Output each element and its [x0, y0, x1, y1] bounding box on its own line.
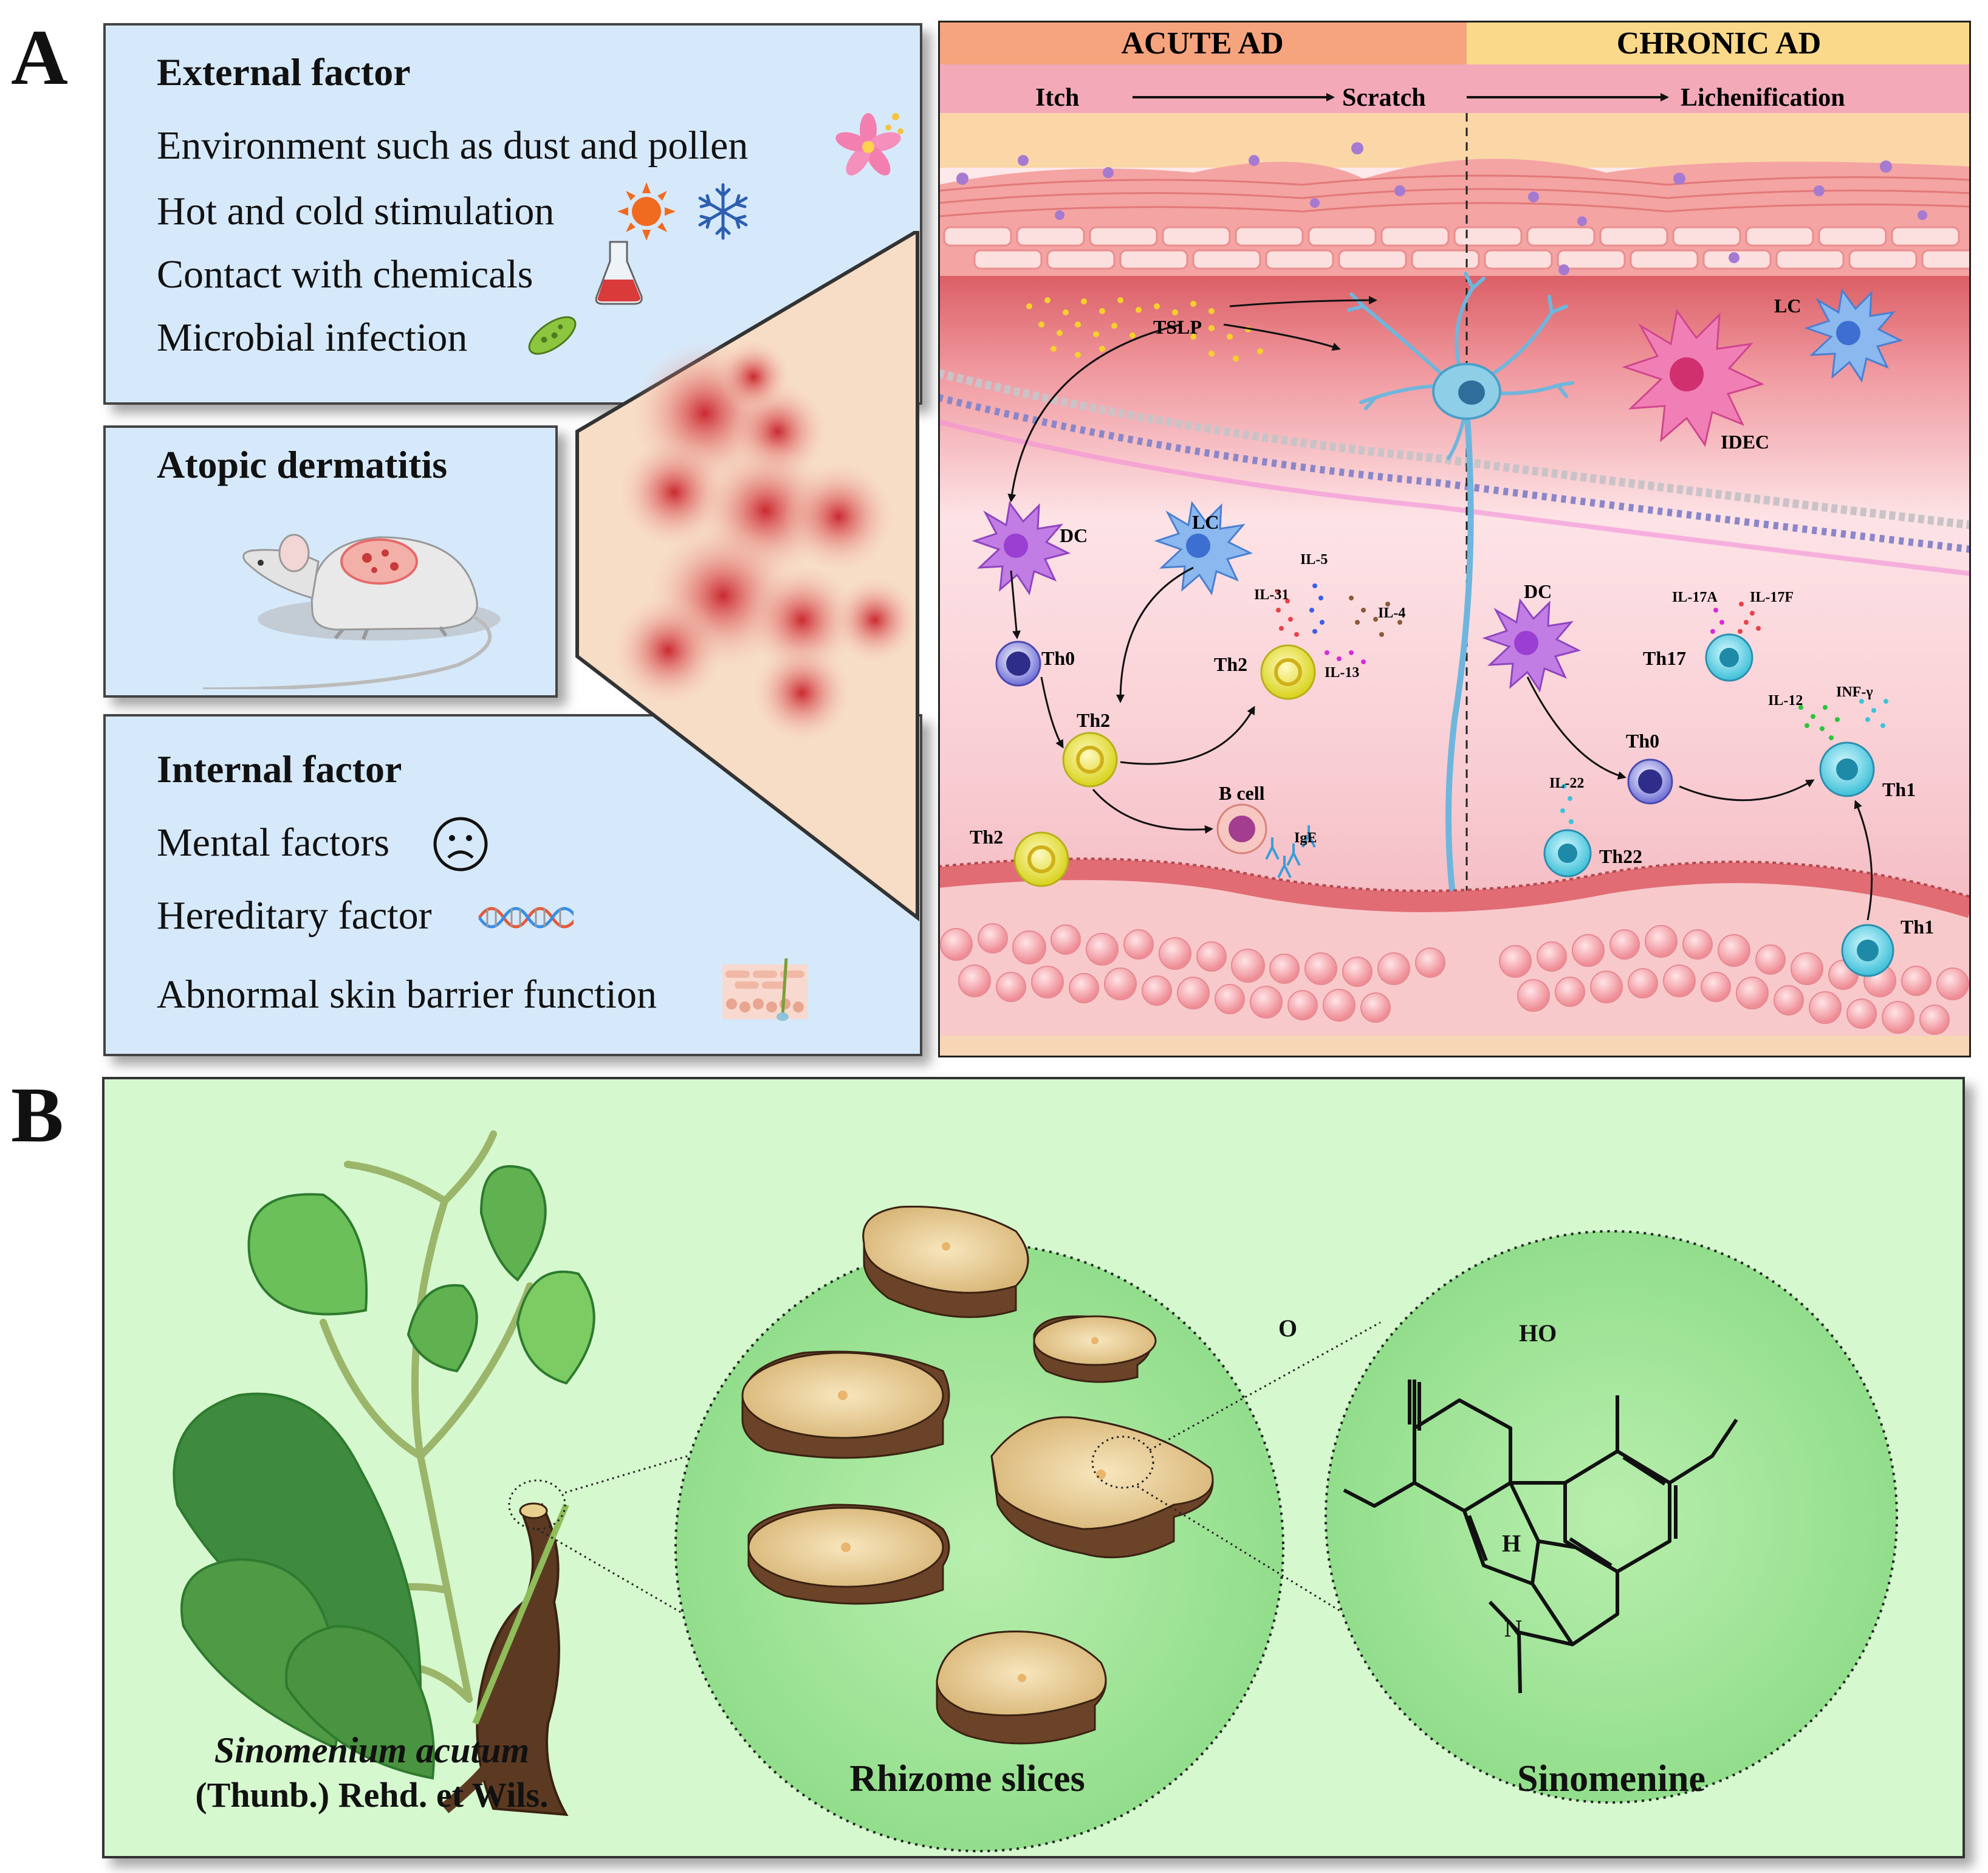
- il5-label: IL-5: [1300, 552, 1328, 568]
- external-item-microbial: Microbial infection: [157, 315, 468, 360]
- n-label: N: [1504, 1615, 1522, 1642]
- infg-label: INF-γ: [1836, 684, 1873, 700]
- scratch-label: Scratch: [1342, 84, 1426, 112]
- external-item-temperature: Hot and cold stimulation: [157, 189, 555, 233]
- th0-cell-chronic: [1627, 758, 1673, 805]
- species-name: Sinomenium acutum: [214, 1730, 530, 1770]
- th2-label-2: Th2: [1214, 653, 1247, 675]
- atopic-dermatitis-box: Atopic dermatitis: [103, 425, 558, 698]
- th0-label-chronic: Th0: [1626, 730, 1659, 752]
- il13-label: IL-13: [1325, 665, 1359, 681]
- th2-label-1: Th2: [1077, 709, 1110, 731]
- th22-label: Th22: [1599, 845, 1642, 867]
- oxygen-label: O: [1278, 1315, 1298, 1342]
- il17f-label: IL-17F: [1750, 589, 1794, 605]
- chronic-header-bg: [1467, 21, 1971, 64]
- atopic-dermatitis-title: Atopic dermatitis: [157, 443, 448, 486]
- sad-face-icon: [433, 817, 488, 871]
- th2-cell-2: [1260, 644, 1316, 700]
- microbe-icon: [528, 316, 577, 355]
- itch-band-bg: [938, 64, 1971, 113]
- lesion-zoom-panel: [575, 231, 919, 922]
- skin-barrier-icon: [722, 958, 807, 1021]
- sinomenine-label: Sinomenine: [1517, 1758, 1706, 1799]
- internal-item-hereditary: Hereditary factor: [157, 893, 432, 938]
- itch-label: Itch: [1035, 84, 1079, 112]
- flask-icon: [595, 241, 643, 305]
- dc-cell-chronic: [1482, 598, 1582, 693]
- il17a-label: IL-17A: [1672, 589, 1718, 605]
- mouse-illustration: [202, 534, 501, 689]
- b-cell: [1216, 803, 1267, 854]
- h-label: H: [1502, 1530, 1521, 1557]
- th0-cell-acute: [995, 641, 1041, 687]
- external-factor-title: External factor: [157, 50, 411, 94]
- external-item-chemicals: Contact with chemicals: [157, 252, 533, 297]
- external-factor-box: External factor Environment such as dust…: [103, 23, 922, 405]
- il31-label: IL-31: [1254, 587, 1289, 603]
- th1-label-2: Th1: [1901, 916, 1934, 938]
- external-item-dust: Environment such as dust and pollen: [157, 123, 749, 168]
- ige-label: IgE: [1294, 830, 1317, 846]
- th2-cell-3: [1013, 831, 1069, 887]
- species-author: (Thunb.) Rehd. et Wils.: [195, 1775, 549, 1815]
- panel-b-letter: B: [11, 1071, 64, 1159]
- ige-antibodies: [1265, 825, 1316, 878]
- lichenification-label: Lichenification: [1681, 84, 1845, 112]
- dc-cell-acute: [972, 501, 1071, 596]
- dna-icon: [478, 907, 574, 929]
- il22-label: IL-22: [1549, 775, 1584, 791]
- th0-label-acute: Th0: [1041, 647, 1075, 669]
- idec-label: IDEC: [1721, 431, 1769, 453]
- th17-label: Th17: [1643, 647, 1686, 669]
- lc-label-acute: LC: [1192, 511, 1219, 533]
- acute-header-bg: [938, 21, 1467, 64]
- internal-factor-title: Internal factor: [157, 747, 402, 791]
- panel-b-box: O HO H N Sinomenium acutum (Thunb.) Rehd…: [102, 1077, 1965, 1858]
- internal-item-barrier: Abnormal skin barrier function: [157, 972, 657, 1017]
- th1-label-1: Th1: [1882, 778, 1916, 800]
- tslp-label: TSLP: [1153, 316, 1202, 338]
- skin-immune-diagram: ACUTE AD CHRONIC AD Itch Scratch Licheni…: [938, 21, 1971, 1057]
- acute-ad-label: ACUTE AD: [1121, 26, 1283, 61]
- dc-label-acute: DC: [1060, 524, 1088, 546]
- il12-label: IL-12: [1768, 693, 1803, 709]
- chronic-ad-label: CHRONIC AD: [1617, 26, 1822, 61]
- th2-cell-1: [1062, 732, 1118, 788]
- lc-label-chronic: LC: [1774, 295, 1801, 317]
- dc-label-chronic: DC: [1524, 580, 1552, 602]
- lc-cell-chronic: [1804, 288, 1904, 383]
- internal-item-mental: Mental factors: [157, 820, 390, 865]
- sun-icon: [617, 182, 676, 241]
- il4-label: IL-4: [1378, 605, 1405, 621]
- lc-cell-acute: [1154, 501, 1253, 596]
- rhizome-slices-label: Rhizome slices: [849, 1758, 1085, 1799]
- snowflake-icon: [698, 183, 748, 240]
- ho-label: HO: [1519, 1319, 1557, 1347]
- idec-cell: [1622, 309, 1765, 447]
- b-cell-label: B cell: [1219, 782, 1265, 804]
- panel-a-letter: A: [11, 14, 68, 101]
- th2-label-3: Th2: [970, 826, 1003, 848]
- flower-icon: [835, 113, 903, 176]
- panel-b-illustration: [173, 1130, 1898, 1852]
